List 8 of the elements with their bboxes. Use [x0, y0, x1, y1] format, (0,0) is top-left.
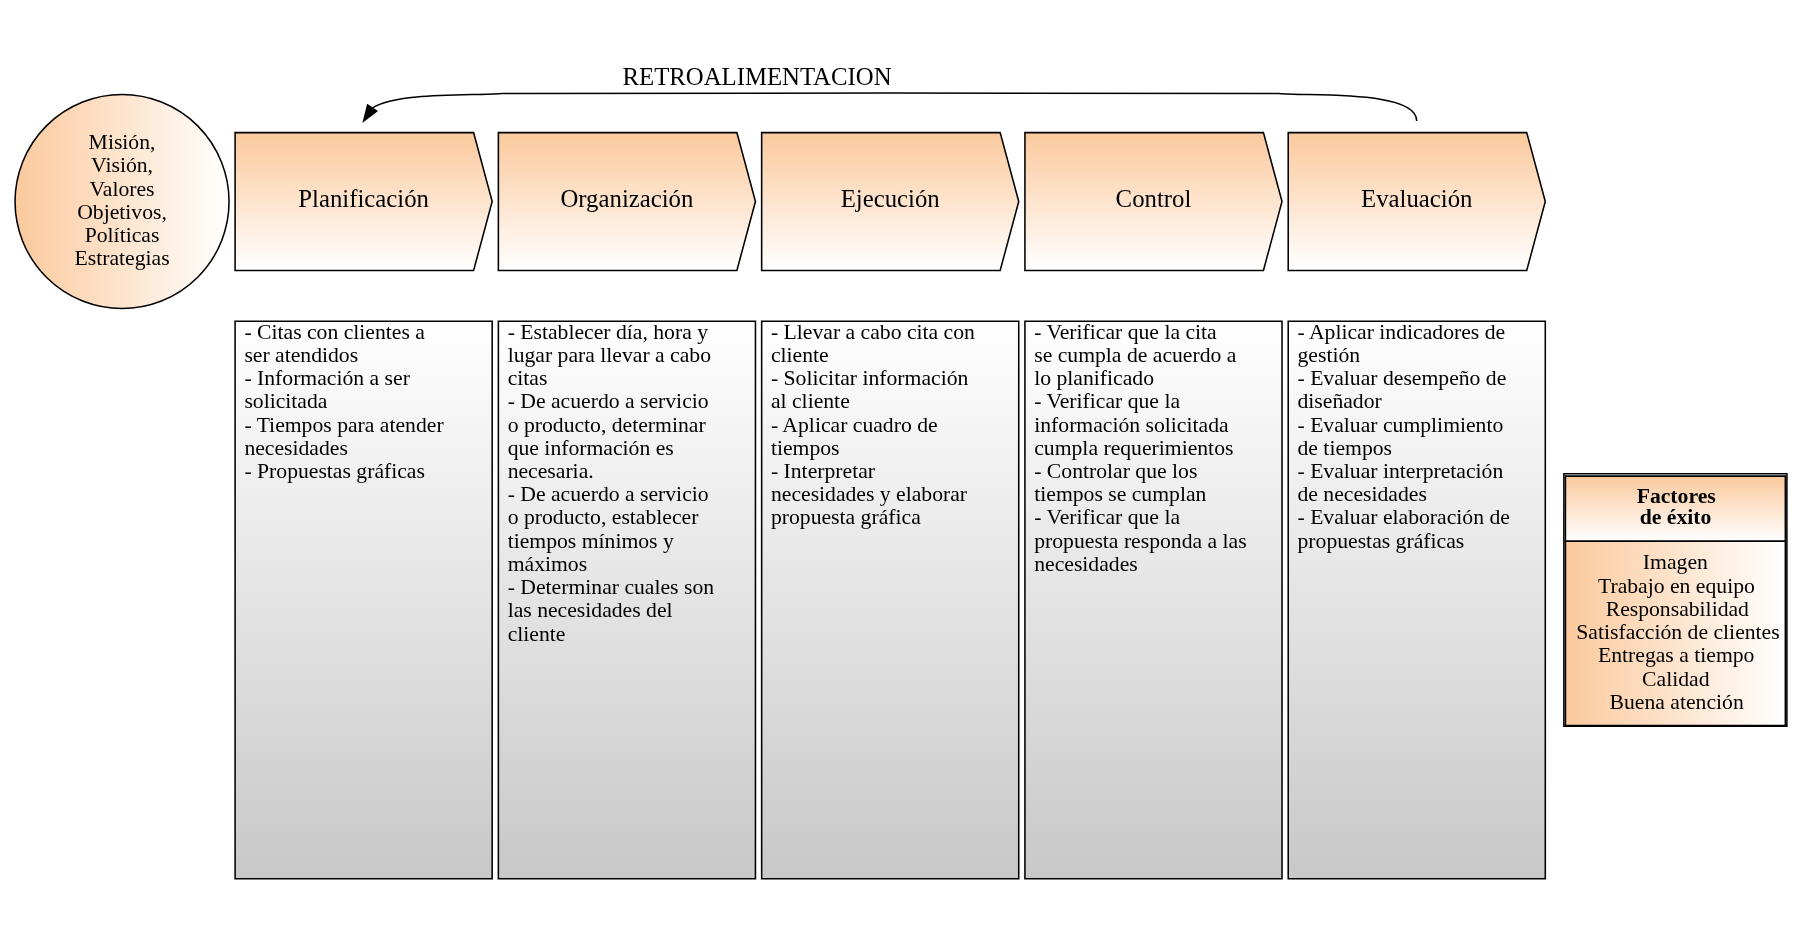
node-box: - Citas con clientes a ser atendidos - Información a ser solicitada - Tiempos para atender necesidades - Propuestas gráficas [234, 320, 493, 880]
node-box: - Establecer día, hora y lugar para llevar a cabo citas - De acuerdo a servicio o producto, determinar que información es necesaria. - De acuerdo a servicio o producto, establecer tiempos mínimos y máximos - Determinar cuales son las necesidades del cliente [497, 320, 757, 880]
node-box: - Verificar que la cita se cumpla de acuerdo a lo planificado - Verificar que la información solicitada cumpla requerimientos - Controlar que los tiempos se cumplan - Verificar que la propuesta responda a las necesidades [1024, 320, 1283, 880]
node-box: - Aplicar indicadores de gestión - Evaluar desempeño de diseñador - Evaluar cumplimiento de tiempos - Evaluar interpretación de necesidades - Evaluar elaboración de propuestas gráficas [1287, 320, 1547, 880]
edge-label: RETROALIMENTACION [622, 62, 892, 90]
node-box: - Llevar a cabo cita con cliente - Solicitar información al cliente - Aplicar cuadro de tiempos - Interpretar necesidades y elaborar propuesta gráfica [760, 320, 1020, 880]
node-circle: Misión, Visión, Valores Objetivos, Políticas Estrategias [14, 93, 230, 309]
arrow [362, 91, 1418, 123]
